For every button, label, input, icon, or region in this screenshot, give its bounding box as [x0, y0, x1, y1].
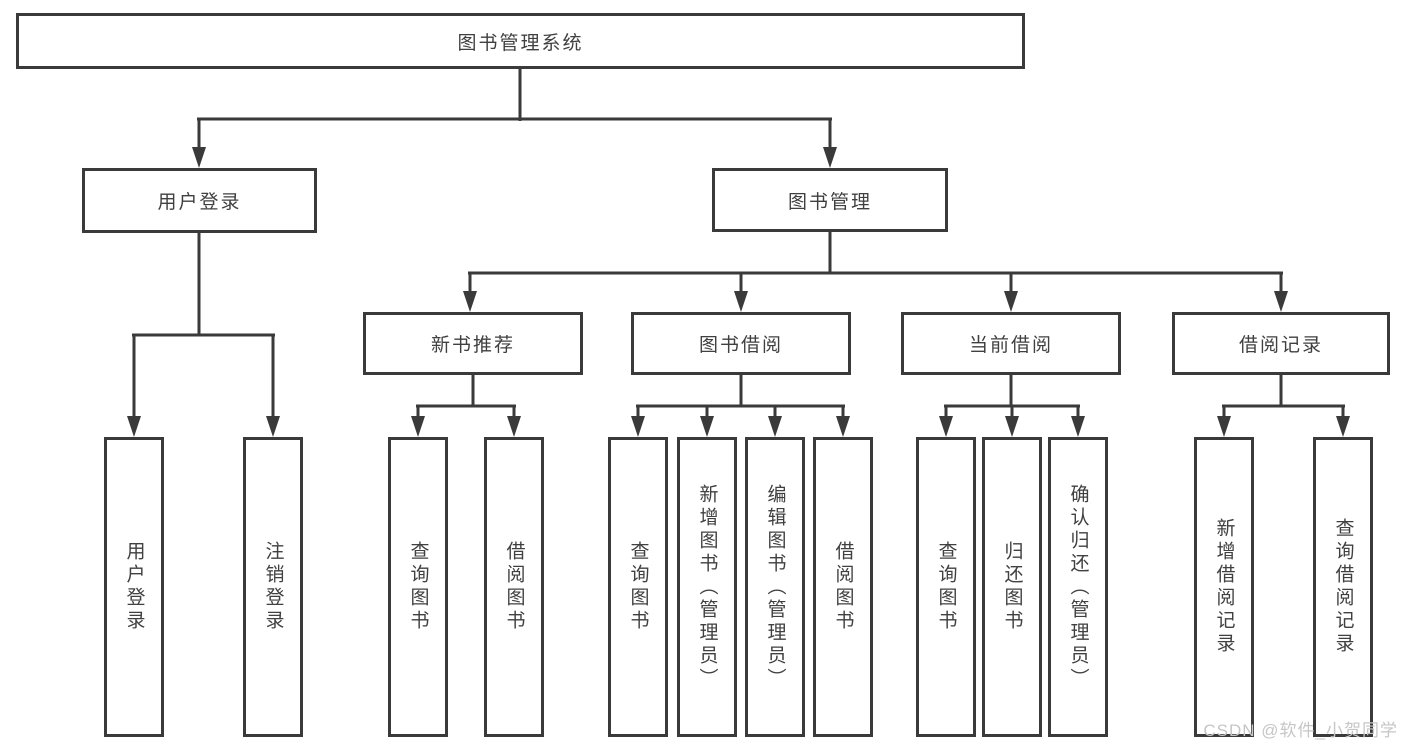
node-current-borrowing: 当前借阅 — [901, 312, 1121, 375]
leaf-borrow-books-borrowing: 借阅图书 — [813, 437, 873, 737]
leaf-query-borrow-record: 查询借阅记录 — [1313, 437, 1373, 737]
node-user-login-branch-label: 用户登录 — [157, 192, 242, 213]
csdn-watermark: CSDN @软件_小贺同学 — [1203, 721, 1398, 740]
leaf-add-books-admin-label: 新增图书（管理员） — [696, 483, 718, 691]
node-user-login-branch: 用户登录 — [82, 168, 317, 233]
leaf-query-books-borrowing: 查询图书 — [608, 437, 668, 737]
leaf-return-books-label: 归还图书 — [1001, 541, 1023, 633]
leaf-edit-books-admin: 编辑图书（管理员） — [745, 437, 805, 737]
leaf-user-login-label: 用户登录 — [123, 541, 145, 633]
leaf-confirm-return-admin: 确认归还（管理员） — [1048, 437, 1108, 737]
node-book-borrowing-label: 图书借阅 — [698, 335, 783, 356]
node-book-borrowing: 图书借阅 — [631, 312, 851, 375]
leaf-borrow-books-recommend: 借阅图书 — [484, 437, 544, 737]
leaf-borrow-books-borrowing-label: 借阅图书 — [832, 541, 854, 633]
node-new-book-recommendation-label: 新书推荐 — [430, 335, 515, 356]
leaf-logout-label: 注销登录 — [262, 541, 284, 633]
leaf-confirm-return-admin-label: 确认归还（管理员） — [1067, 483, 1089, 691]
leaf-add-borrow-record: 新增借阅记录 — [1194, 437, 1254, 737]
leaf-query-books-borrowing-label: 查询图书 — [627, 541, 649, 633]
leaf-query-borrow-record-label: 查询借阅记录 — [1332, 518, 1354, 656]
node-current-borrowing-label: 当前借阅 — [968, 335, 1053, 356]
node-root-label: 图书管理系统 — [457, 32, 584, 54]
node-borrowing-records-label: 借阅记录 — [1238, 335, 1323, 356]
leaf-logout: 注销登录 — [243, 437, 303, 737]
leaf-query-books-current: 查询图书 — [916, 437, 976, 737]
node-book-management: 图书管理 — [712, 168, 948, 232]
leaf-query-books-current-label: 查询图书 — [935, 541, 957, 633]
node-borrowing-records: 借阅记录 — [1172, 312, 1390, 375]
leaf-add-books-admin: 新增图书（管理员） — [677, 437, 737, 737]
leaf-edit-books-admin-label: 编辑图书（管理员） — [764, 483, 786, 691]
leaf-query-books-recommend-label: 查询图书 — [407, 541, 429, 633]
node-root-system: 图书管理系统 — [16, 13, 1025, 69]
leaf-return-books: 归还图书 — [982, 437, 1042, 737]
node-book-management-label: 图书管理 — [787, 191, 872, 213]
leaf-add-borrow-record-label: 新增借阅记录 — [1213, 518, 1235, 656]
leaf-user-login: 用户登录 — [104, 437, 164, 737]
leaf-borrow-books-recommend-label: 借阅图书 — [503, 541, 525, 633]
leaf-query-books-recommend: 查询图书 — [388, 437, 448, 737]
node-new-book-recommendation: 新书推荐 — [363, 312, 583, 375]
